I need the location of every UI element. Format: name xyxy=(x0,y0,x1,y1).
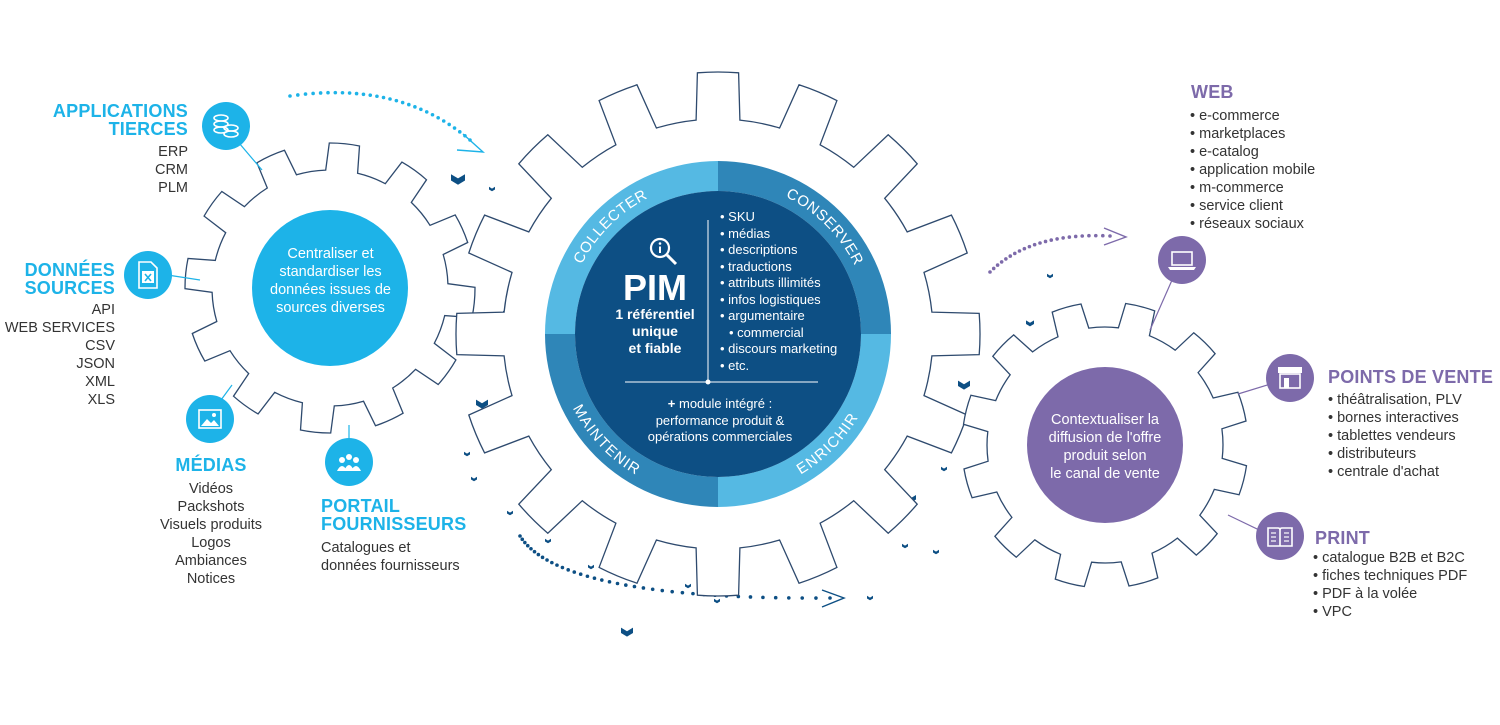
print-title: PRINT xyxy=(1315,528,1370,548)
database-coins-icon xyxy=(202,102,250,150)
people-group-icon xyxy=(325,438,373,486)
magnifier-info-icon xyxy=(649,237,678,266)
points-list: théâtralisation, PLVbornes interactivest… xyxy=(1328,391,1493,481)
medias-title: MÉDIAS xyxy=(175,455,247,475)
web-title: WEB xyxy=(1191,82,1234,102)
open-book-icon xyxy=(1256,512,1304,560)
left-hub-circle xyxy=(252,210,408,366)
print-list: catalogue B2B et B2Cfiches techniques PD… xyxy=(1313,549,1493,621)
right-hub-circle xyxy=(1027,367,1183,523)
pim-divider-lines xyxy=(625,220,818,385)
pim-attribute-list: SKUmédiasdescriptionstraductionsattribut… xyxy=(720,209,845,374)
laptop-icon xyxy=(1158,236,1206,284)
pim-ring xyxy=(545,161,891,507)
pim-title: PIM xyxy=(622,267,687,308)
points-title: POINTS DE VENTE xyxy=(1328,367,1494,387)
storefront-icon xyxy=(1266,354,1314,402)
icon-badges xyxy=(124,102,1314,560)
image-icon xyxy=(186,395,234,443)
web-list: e-commercemarketplacese-catalogapplicati… xyxy=(1190,107,1360,233)
excel-file-icon xyxy=(124,251,172,299)
pim-module-text: + module intégré : performance produit &… xyxy=(647,396,793,444)
